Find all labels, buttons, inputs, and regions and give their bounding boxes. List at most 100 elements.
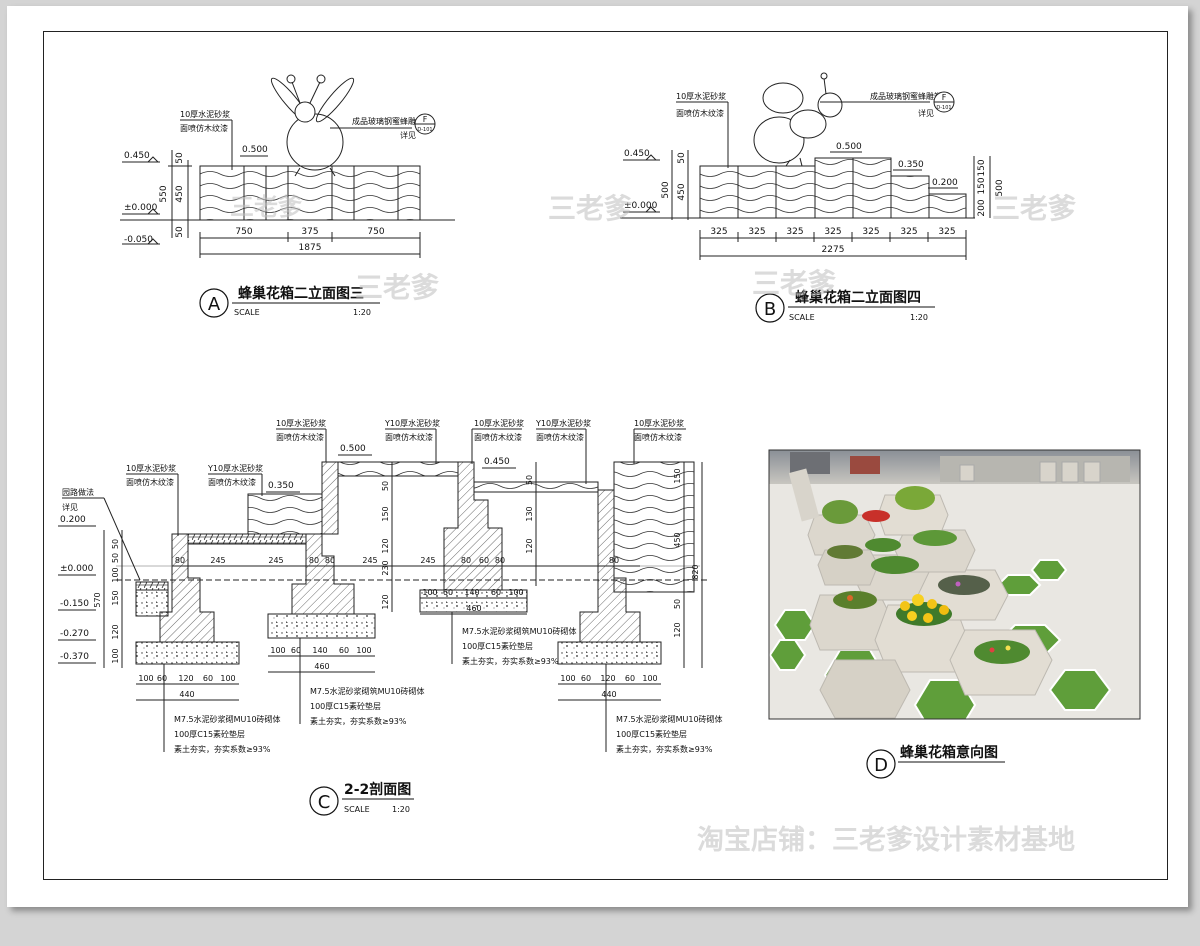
level-marks-c: 0.200 ±0.000 -0.150 -0.270 -0.370 0.500 …	[58, 444, 516, 664]
view-d-photo: D 蜂巢花箱意向图	[768, 449, 1141, 779]
note-text: 园路做法	[62, 487, 94, 497]
note-text: 面喷仿木纹漆	[676, 108, 724, 118]
dim-label: 100	[560, 674, 575, 683]
spec-text: 素土夯实，夯实系数≥93%	[310, 716, 407, 726]
spec-text: 素土夯实，夯实系数≥93%	[462, 656, 559, 666]
spec-text: M7.5水泥砂浆砌MU10砖砌体	[616, 714, 723, 724]
note-text: 面喷仿木纹漆	[385, 432, 433, 442]
level-label: ±0.000	[624, 201, 658, 211]
dim-label: 100	[642, 674, 657, 683]
spec-text: M7.5水泥砂浆砌筑MU10砖砌体	[462, 626, 577, 636]
dim-label: 120	[178, 674, 193, 683]
dim-label: 50	[111, 539, 120, 549]
dim-label: 100	[111, 648, 120, 663]
dim-label: 100	[270, 646, 285, 655]
dim-label: 100	[138, 674, 153, 683]
dim-label: 200	[977, 199, 987, 216]
dim-label: 50	[673, 599, 682, 609]
dim-label: 130	[525, 506, 534, 521]
note-text: 成品玻璃钢蜜蜂雕塑	[352, 116, 424, 126]
level-label: ±0.000	[60, 564, 94, 574]
note-text: 10厚水泥砂浆	[676, 91, 726, 101]
dim-label: 60	[203, 674, 213, 683]
notes-b: 10厚水泥砂浆 面喷仿木纹漆 成品玻璃钢蜜蜂雕塑 详见 F D-101	[676, 91, 955, 168]
level-label: -0.150	[60, 599, 89, 609]
note-text: Y10厚水泥砂浆	[207, 463, 263, 473]
note-text: 面喷仿木纹漆	[536, 432, 584, 442]
dim-label: 120	[111, 624, 120, 639]
level-marks-a: 0.450 ±0.000 -0.050 0.500	[122, 145, 268, 245]
dim-label: 325	[938, 227, 955, 237]
level-marks-b: 0.450 ±0.000 0.500 0.350 0.200	[623, 142, 958, 213]
view-title-a: A 蜂巢花箱二立面图三 SCALE 1:20	[199, 285, 380, 318]
dim-label: 100	[508, 588, 523, 597]
dim-label: 450	[175, 185, 185, 202]
notes-a: 10厚水泥砂浆 面喷仿木纹漆 成品玻璃钢蜜蜂雕塑 详见 F D-101	[180, 109, 436, 170]
scale-value: 1:20	[392, 805, 410, 814]
vertical-dims-c: 50 50 100 150 570 120 100	[93, 530, 123, 668]
dim-label: 100	[422, 588, 437, 597]
planter-elevation-a	[199, 165, 421, 221]
dim-label: 570	[93, 592, 102, 607]
dim-label: 80	[609, 556, 619, 565]
dim-label: 50	[381, 481, 390, 491]
spec-text: 100厚C15素砼垫层	[616, 729, 687, 739]
spec-text: M7.5水泥砂浆砌MU10砖砌体	[174, 714, 281, 724]
note-text: 详见	[400, 130, 416, 140]
dim-label: 245	[210, 556, 225, 565]
spec-text: 100厚C15素砼垫层	[310, 701, 381, 711]
dim-label: 150	[381, 506, 390, 521]
dim-label: 120	[381, 594, 390, 609]
view-letter: B	[764, 299, 776, 320]
dim-label: 450	[673, 532, 682, 547]
scale-word: SCALE	[344, 805, 370, 814]
view-title: 2-2剖面图	[344, 781, 411, 798]
view-a-elevation: 0.450 ±0.000 -0.050 0.500 50 450 550 50 …	[120, 74, 455, 318]
note-text: Y10厚水泥砂浆	[384, 418, 440, 428]
dim-label: 60	[339, 646, 349, 655]
spec-text: 素土夯实，夯实系数≥93%	[616, 744, 713, 754]
scale-value: 1:20	[910, 313, 928, 322]
planter-boxes	[807, 494, 1053, 719]
level-label: 0.450	[124, 151, 150, 161]
scale-word: SCALE	[789, 313, 815, 322]
dim-label: 60	[479, 556, 489, 565]
scale-value: 1:20	[353, 308, 371, 317]
footing-dims: 100 60 120 60 100 440 100 60 140 60 100 …	[136, 588, 661, 701]
vertical-dims-a: 50 450 550 50	[159, 150, 192, 238]
dim-label: 120	[600, 674, 615, 683]
dim-label: 150	[111, 590, 120, 605]
spec-text: 100厚C15素砼垫层	[462, 641, 533, 651]
dim-label: 325	[900, 227, 917, 237]
level-label: 0.200	[60, 515, 86, 525]
view-title: 蜂巢花箱二立面图四	[795, 289, 921, 306]
scale-word: SCALE	[234, 308, 260, 317]
note-text: 面喷仿木纹漆	[180, 123, 228, 133]
view-letter-circle	[309, 786, 339, 816]
note-text: 10厚水泥砂浆	[276, 418, 326, 428]
footing-slab-d	[557, 641, 662, 665]
dim-label: 500	[995, 179, 1005, 196]
level-label: 0.500	[242, 145, 268, 155]
view-title-d: D 蜂巢花箱意向图	[866, 744, 1005, 779]
note-text: 面喷仿木纹漆	[208, 477, 256, 487]
dim-label: 50	[175, 226, 185, 238]
note-text: 面喷仿木纹漆	[276, 432, 324, 442]
planter-elevation-b	[699, 157, 967, 219]
level-label: 0.500	[340, 444, 366, 454]
dim-total: 460	[466, 604, 481, 613]
flowers	[822, 486, 1030, 664]
dim-label: 325	[824, 227, 841, 237]
dim-label: 150	[673, 468, 682, 483]
level-label: 0.350	[268, 481, 294, 491]
planter-tops	[187, 461, 695, 593]
level-label: -0.050	[124, 235, 153, 245]
dim-label: 325	[862, 227, 879, 237]
dim-label: 500	[661, 181, 671, 198]
material-specs: M7.5水泥砂浆砌MU10砖砌体 100厚C15素砼垫层 素土夯实，夯实系数≥9…	[163, 612, 723, 754]
horizontal-dims-a: 750 375 750 1875	[199, 227, 421, 258]
reference-photo	[769, 450, 1140, 719]
dim-total: 440	[601, 690, 616, 699]
